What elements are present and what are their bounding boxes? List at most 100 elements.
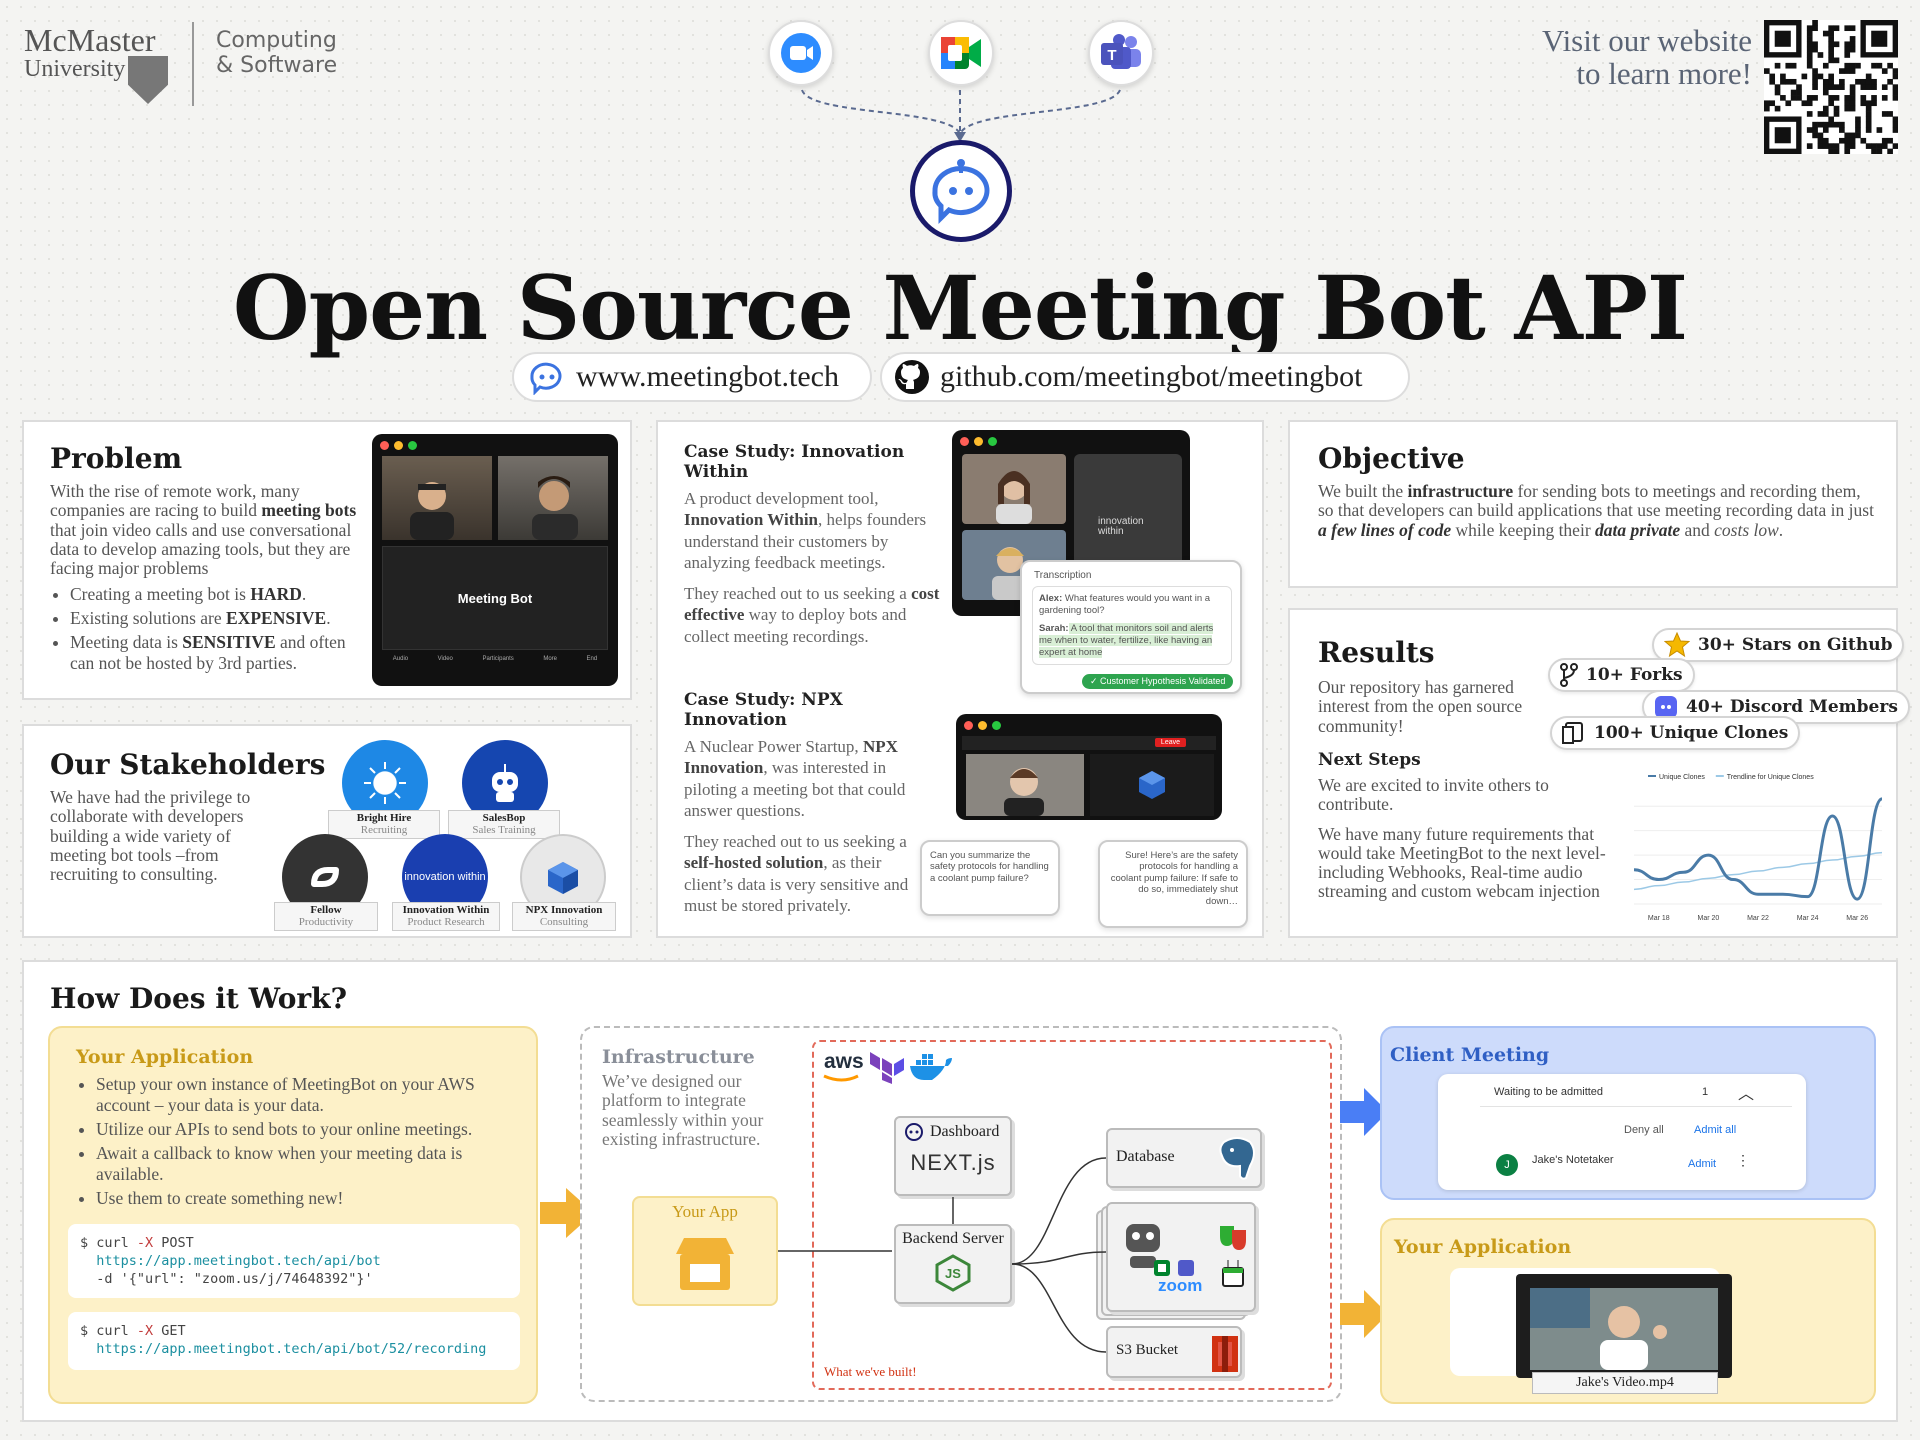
how-it-works-panel: How Does it Work? Your Application Setup…	[22, 960, 1898, 1422]
meeting-call-screenshot: Meeting Bot Audio Video Participants Mor…	[372, 434, 618, 686]
department-name: Computing & Software	[216, 28, 338, 79]
output-application-section: Your Application Jake's Video.mp4	[1380, 1218, 1876, 1404]
dashboard-node: Dashboard NEXT.js	[894, 1116, 1012, 1196]
google-meet-icon	[928, 20, 994, 86]
case-study-npx: Case Study: NPX Innovation A Nuclear Pow…	[684, 690, 909, 915]
app-to-backend-connector	[778, 1250, 892, 1252]
svg-text:JS: JS	[945, 1266, 961, 1281]
x-tick-label: Mar 26	[1846, 915, 1868, 922]
step-item: Await a callback to know when your meeti…	[96, 1143, 516, 1185]
toolbar-end[interactable]: End	[586, 656, 598, 662]
admission-dialog: Waiting to be admitted 1 ︿ Deny all Admi…	[1438, 1074, 1806, 1190]
visit-website-text: Visit our website to learn more!	[1542, 23, 1752, 92]
application-steps: Setup your own instance of MeetingBot on…	[76, 1074, 516, 1212]
github-stars-badge: 30+ Stars on Github	[1652, 628, 1905, 662]
arrow-right-icon	[1340, 1290, 1388, 1338]
series-line-unique-clones	[1633, 797, 1883, 901]
toolbar-participants[interactable]: Participants	[482, 656, 514, 662]
leave-button[interactable]: Leave	[1154, 738, 1186, 747]
recorded-video-player[interactable]	[1516, 1274, 1732, 1378]
meetingbot-small-icon	[530, 362, 562, 395]
output-application-title: Your Application	[1394, 1236, 1572, 1258]
header-divider	[192, 22, 194, 106]
call-toolbar: Audio Video Participants More End	[378, 656, 612, 662]
meeting-bot-tile: Meeting Bot	[382, 546, 608, 650]
your-application-section: Your Application Setup your own instance…	[48, 1026, 538, 1404]
your-app-node: Your App	[632, 1196, 778, 1306]
zoom-logo: zoom	[1158, 1276, 1203, 1295]
x-tick-label: Mar 24	[1797, 915, 1819, 922]
s3-bucket-icon	[1212, 1336, 1238, 1372]
admit-all-button[interactable]: Admit all	[1694, 1124, 1737, 1136]
website-qr-code[interactable]	[1764, 20, 1899, 155]
stakeholders-panel: Our Stakeholders We have had the privile…	[22, 724, 632, 938]
results-title: Results	[1318, 636, 1435, 669]
post-request-code[interactable]: $ curl -X POST https://app.meetingbot.te…	[68, 1224, 520, 1298]
aws-logo: aws	[824, 1050, 864, 1073]
deny-all-button[interactable]: Deny all	[1624, 1124, 1664, 1136]
validated-badge: ✓ Customer Hypothesis Validated	[1082, 674, 1234, 689]
video-filename: Jake's Video.mp4	[1532, 1372, 1718, 1394]
legend-label: Unique Clones	[1659, 774, 1705, 781]
series-line-trendline	[1633, 851, 1883, 891]
problem-title: Problem	[50, 442, 183, 475]
participant-video-1	[382, 456, 492, 540]
arrow-right-icon	[1340, 1088, 1388, 1136]
website-link[interactable]: www.meetingbot.tech	[512, 352, 872, 402]
admit-button[interactable]: Admit	[1688, 1158, 1717, 1170]
toolbar-more[interactable]: More	[543, 656, 557, 662]
architecture-connectors	[952, 1157, 1107, 1353]
nextjs-logo: NEXT.js	[910, 1150, 996, 1175]
participant-name: Jake's Notetaker	[1532, 1154, 1614, 1166]
objective-title: Objective	[1318, 442, 1465, 475]
microsoft-teams-icon: T	[1088, 20, 1154, 86]
poster-title: Open Source Meeting Bot API	[232, 256, 1688, 360]
chevron-up-icon[interactable]: ︿	[1738, 1086, 1755, 1103]
toolbar-video[interactable]: Video	[437, 656, 453, 662]
legend-label: Trendline for Unique Clones	[1727, 774, 1814, 781]
theater-masks-icon	[1220, 1226, 1246, 1250]
terraform-icon	[870, 1052, 904, 1084]
toolbar-audio[interactable]: Audio	[392, 656, 409, 662]
bot-icon	[1126, 1224, 1160, 1268]
zoom-app-icon	[768, 20, 834, 86]
answer-bubble: Sure! Here’s are the safety protocols fo…	[1098, 840, 1248, 928]
aws-smile-icon	[823, 1074, 859, 1082]
question-bubble: Can you summarize the safety protocols f…	[920, 840, 1060, 916]
your-application-title: Your Application	[76, 1046, 254, 1068]
x-tick-label: Mar 18	[1648, 915, 1670, 922]
step-item: Setup your own instance of MeetingBot on…	[96, 1074, 516, 1116]
participant-video-2	[498, 456, 608, 540]
mcmaster-crest-icon	[128, 56, 168, 104]
storefront-icon	[676, 1238, 734, 1290]
app-connector-lines	[801, 89, 1121, 142]
npx-call-screenshot: Leave	[956, 714, 1222, 820]
s3-bucket-node: S3 Bucket	[1106, 1326, 1242, 1378]
what-weve-built-label: What we've built!	[824, 1364, 917, 1379]
forks-badge: 10+ Forks	[1548, 658, 1695, 692]
repo-clone-icon	[1562, 722, 1583, 744]
problem-item: Existing solutions are EXPENSIVE.	[70, 608, 360, 629]
problem-item: Meeting data is SENSITIVE and often can …	[70, 632, 360, 674]
infrastructure-title: Infrastructure	[602, 1046, 755, 1068]
arrow-right-icon	[540, 1188, 594, 1238]
clones-badge: 100+ Unique Clones	[1550, 716, 1801, 750]
fork-icon	[1560, 663, 1578, 687]
github-link[interactable]: github.com/meetingbot/meetingbot	[880, 352, 1410, 402]
more-options-icon[interactable]: ⋮	[1736, 1152, 1750, 1168]
get-request-code[interactable]: $ curl -X GET https://app.meetingbot.tec…	[68, 1312, 520, 1370]
results-description: Our repository has garnered interest fro…	[1318, 677, 1523, 736]
avatar: J	[1496, 1154, 1518, 1176]
problem-item: Creating a meeting bot is HARD.	[70, 584, 360, 605]
nodejs-icon: JS	[935, 1254, 971, 1292]
step-item: Use them to create something new!	[96, 1188, 516, 1209]
puppeteer-icon	[1222, 1260, 1244, 1287]
how-title: How Does it Work?	[50, 982, 347, 1015]
svg-text:T: T	[1107, 47, 1116, 64]
mcmaster-logo: McMaster University	[24, 22, 156, 82]
